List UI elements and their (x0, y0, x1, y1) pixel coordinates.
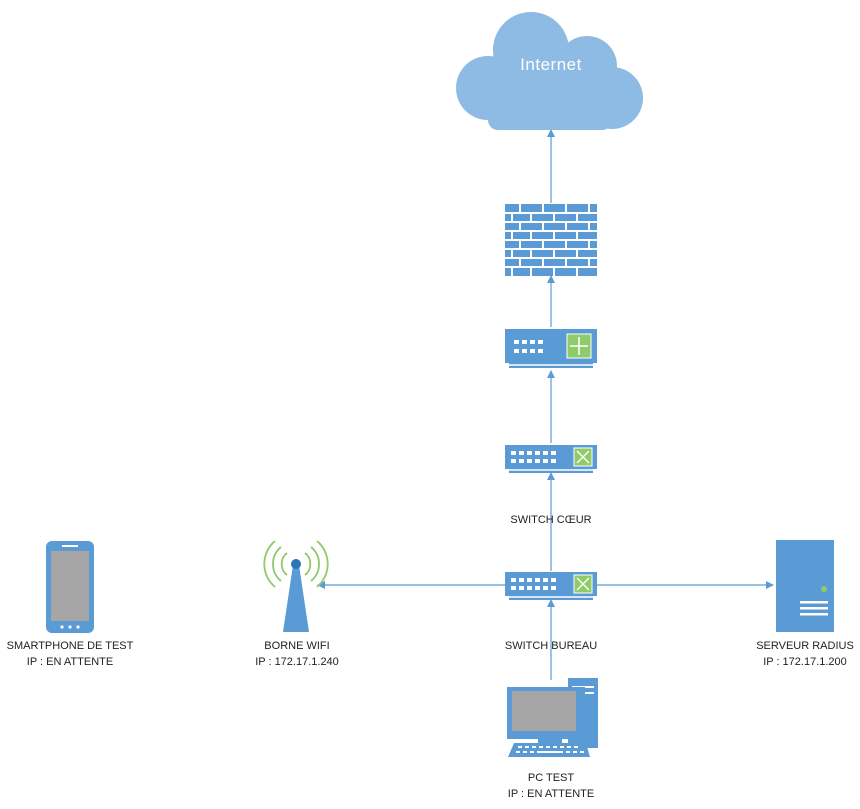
borne-wifi-node-label: BORNE WIFI IP : 172.17.1.240 (255, 638, 339, 670)
server-icon (776, 540, 834, 632)
smartphone-ip: IP : EN ATTENTE (26, 656, 114, 668)
pc-test-label: PC TEST (527, 772, 575, 784)
router-icon (505, 329, 597, 368)
smartphone-node-label: SMARTPHONE DE TEST IP : EN ATTENTE (7, 638, 134, 670)
wifi-antenna-icon (263, 540, 329, 632)
borne-wifi-label: BORNE WIFI (264, 640, 330, 652)
cloud-icon (456, 12, 643, 130)
switch-coeur-label: SWITCH CŒUR (510, 514, 592, 526)
internet-label: Internet (520, 55, 582, 74)
smartphone-icon (46, 541, 94, 633)
pc-test-ip: IP : EN ATTENTE (507, 788, 595, 800)
smartphone-label: SMARTPHONE DE TEST (6, 640, 134, 652)
borne-wifi-ip: IP : 172.17.1.240 (255, 656, 339, 668)
serveur-radius-ip: IP : 172.17.1.200 (763, 656, 847, 668)
links (317, 129, 774, 680)
switch-icon (505, 445, 597, 473)
pc-test-node-label: PC TEST IP : EN ATTENTE (508, 770, 594, 802)
desktop-pc-icon (507, 678, 598, 757)
switch-icon (505, 572, 597, 600)
serveur-radius-label: SERVEUR RADIUS (756, 640, 854, 652)
switch-bureau-label: SWITCH BUREAU (504, 640, 598, 652)
serveur-radius-node-label: SERVEUR RADIUS IP : 172.17.1.200 (756, 638, 854, 670)
firewall-icon (505, 204, 597, 276)
